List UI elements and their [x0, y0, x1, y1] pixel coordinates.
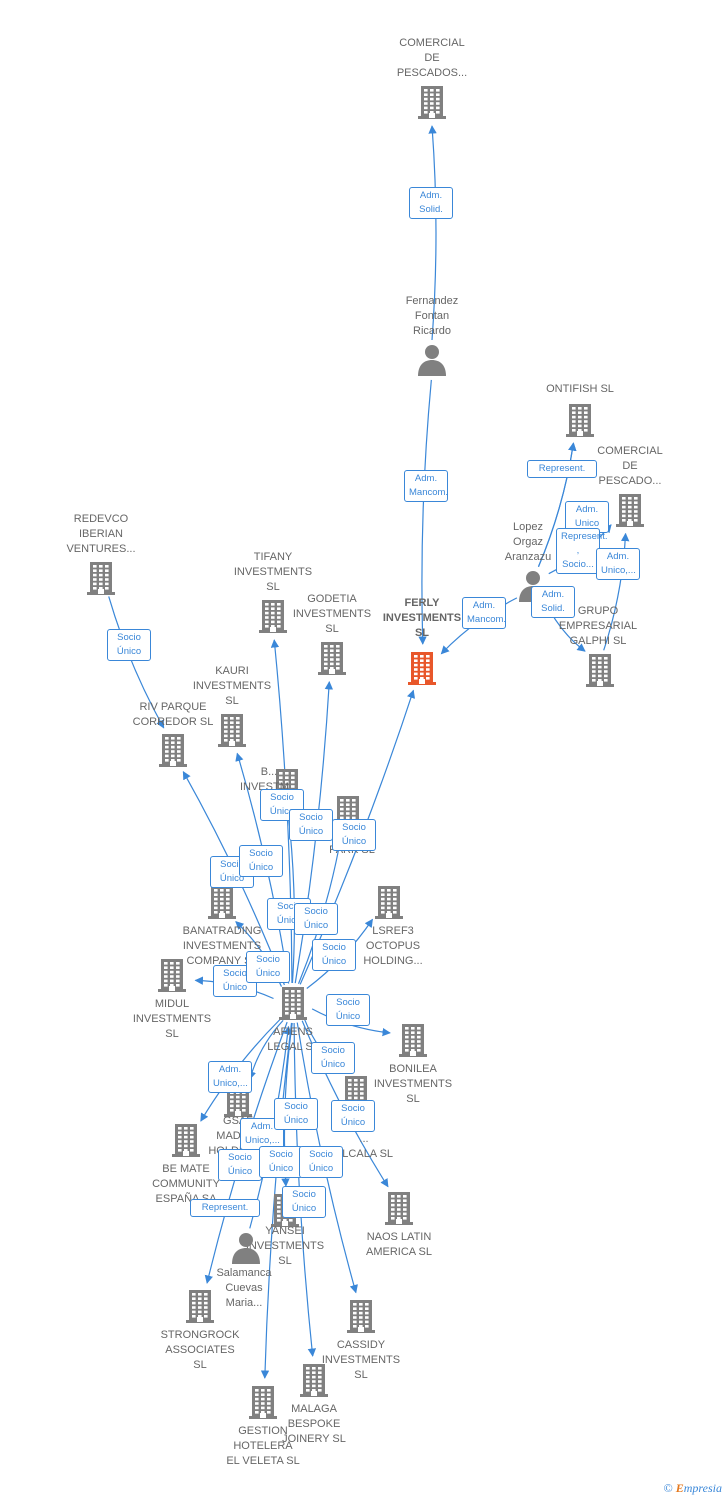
- building-icon: [214, 712, 250, 748]
- copyright-symbol: ©: [663, 1481, 673, 1495]
- person-icon: [414, 342, 450, 378]
- node-label: BE MATE COMMUNITY ESPAÑA SA: [152, 1163, 220, 1205]
- edge-relation-label[interactable]: Socio Único: [274, 1098, 318, 1130]
- edge-relation-label[interactable]: Socio Único: [299, 1146, 343, 1178]
- person-icon: [228, 1230, 264, 1266]
- node-label: ... ALCALA SL: [334, 1133, 394, 1160]
- edge-relation-label[interactable]: Adm. Unico,...: [596, 548, 640, 580]
- node-label: BONILEA INVESTMENTS SL: [373, 1063, 453, 1105]
- edge-fernandez-to-comercial-top: [428, 125, 437, 341]
- building-icon: [414, 84, 450, 120]
- edge-relation-label[interactable]: Socio Único: [294, 903, 338, 935]
- building-icon: [296, 1362, 332, 1398]
- building-icon: [582, 652, 618, 688]
- node-label: RIV PARQUE CORREDOR SL: [132, 701, 214, 728]
- edge-relation-label[interactable]: Adm. Mancom.: [462, 597, 506, 629]
- building-icon: [204, 884, 240, 920]
- edge-relation-label[interactable]: Represent. , Socio...: [556, 528, 607, 574]
- building-icon: [612, 492, 648, 528]
- brand-name-rest: mpresia: [683, 1481, 722, 1495]
- node-label: Fernandez Fontan Ricardo: [405, 295, 459, 337]
- node-label: Lopez Orgaz Aranzazu: [504, 521, 552, 563]
- building-icon: [314, 640, 350, 676]
- edge-relation-label[interactable]: Socio Único: [326, 994, 370, 1026]
- building-icon: [255, 598, 291, 634]
- edge-fernandez-to-ferly: [418, 379, 432, 645]
- brand-initial: E: [675, 1481, 684, 1495]
- edge-relation-label[interactable]: Socio Único: [259, 1146, 303, 1178]
- node-label: ONTIFISH SL: [546, 383, 614, 395]
- building-icon: [155, 732, 191, 768]
- edge-relation-label[interactable]: Represent.: [190, 1199, 260, 1217]
- node-label: KAURI INVESTMENTS SL: [192, 665, 272, 707]
- node-label: GRUPO EMPRESARIAL GALPHI SL: [558, 605, 638, 647]
- edge-grupo-to-comercial-right: [603, 532, 630, 651]
- building-icon: [381, 1190, 417, 1226]
- edge-relation-label[interactable]: Socio Único: [218, 1149, 262, 1181]
- edge-redevco-to-riv: [108, 596, 165, 729]
- edge-relation-label[interactable]: Socio Único: [246, 951, 290, 983]
- node-label: MALAGA BESPOKE JOINERY SL: [282, 1403, 346, 1445]
- node-label: COMERCIAL DE PESCADO...: [597, 445, 663, 487]
- building-icon: [275, 985, 311, 1021]
- node-label: YANSEI INVESTMENTS SL: [245, 1225, 325, 1267]
- edge-relation-label[interactable]: Socio Único: [107, 629, 151, 661]
- edge-relation-label[interactable]: Socio Único: [213, 965, 257, 997]
- edge-relation-label[interactable]: Adm. Unico,...: [240, 1118, 284, 1150]
- brand-watermark: ©Empresia: [664, 1481, 722, 1496]
- building-icon: [182, 1288, 218, 1324]
- building-icon: [343, 1298, 379, 1334]
- node-label: Salamanca Cuevas Maria...: [216, 1267, 272, 1309]
- edge-relation-label[interactable]: Adm. Mancom.: [404, 470, 448, 502]
- node-label: GODETIA INVESTMENTS SL: [292, 593, 372, 635]
- node-label: STRONGROCK ASSOCIATES SL: [160, 1329, 240, 1371]
- node-label: LSREF3 OCTOPUS HOLDING...: [363, 925, 423, 967]
- edge-relation-label[interactable]: Socio Único: [289, 809, 333, 841]
- node-label: MIDUL INVESTMENTS SL: [132, 998, 212, 1040]
- node-label: TIFANY INVESTMENTS SL: [233, 551, 313, 593]
- node-label: NAOS LATIN AMERICA SL: [365, 1231, 433, 1258]
- building-icon: [245, 1384, 281, 1420]
- node-label: FERLY INVESTMENTS SL: [382, 597, 462, 639]
- building-icon: [562, 402, 598, 438]
- edge-relation-label[interactable]: Adm. Unico,...: [208, 1061, 252, 1093]
- building-icon: [404, 650, 440, 686]
- building-icon: [371, 884, 407, 920]
- edge-lopez-to-ontifish: [537, 442, 577, 567]
- node-label: REDEVCO IBERIAN VENTURES...: [66, 513, 136, 555]
- edge-relation-label[interactable]: Represent.: [527, 460, 597, 478]
- edge-relation-label[interactable]: Socio Único: [331, 1100, 375, 1132]
- edge-relation-label[interactable]: Socio Único: [312, 939, 356, 971]
- edge-relation-label[interactable]: Socio Único: [311, 1042, 355, 1074]
- node-label: CASSIDY INVESTMENTS SL: [321, 1339, 401, 1381]
- node-label: GESTION HOTELERA EL VELETA SL: [226, 1425, 300, 1467]
- building-icon: [83, 560, 119, 596]
- edge-relation-label[interactable]: Adm. Solid.: [409, 187, 453, 219]
- building-icon: [395, 1022, 431, 1058]
- edge-relation-label[interactable]: Socio Único: [282, 1186, 326, 1218]
- edge-relation-label[interactable]: Socio Único: [332, 819, 376, 851]
- edge-relation-label[interactable]: Socio Único: [239, 845, 283, 877]
- edge-relation-label[interactable]: Adm. Solid.: [531, 586, 575, 618]
- building-icon: [154, 957, 190, 993]
- edge-relation-label[interactable]: Socio Único: [260, 789, 304, 821]
- node-label: COMERCIAL DE PESCADOS...: [396, 37, 468, 79]
- building-icon: [168, 1122, 204, 1158]
